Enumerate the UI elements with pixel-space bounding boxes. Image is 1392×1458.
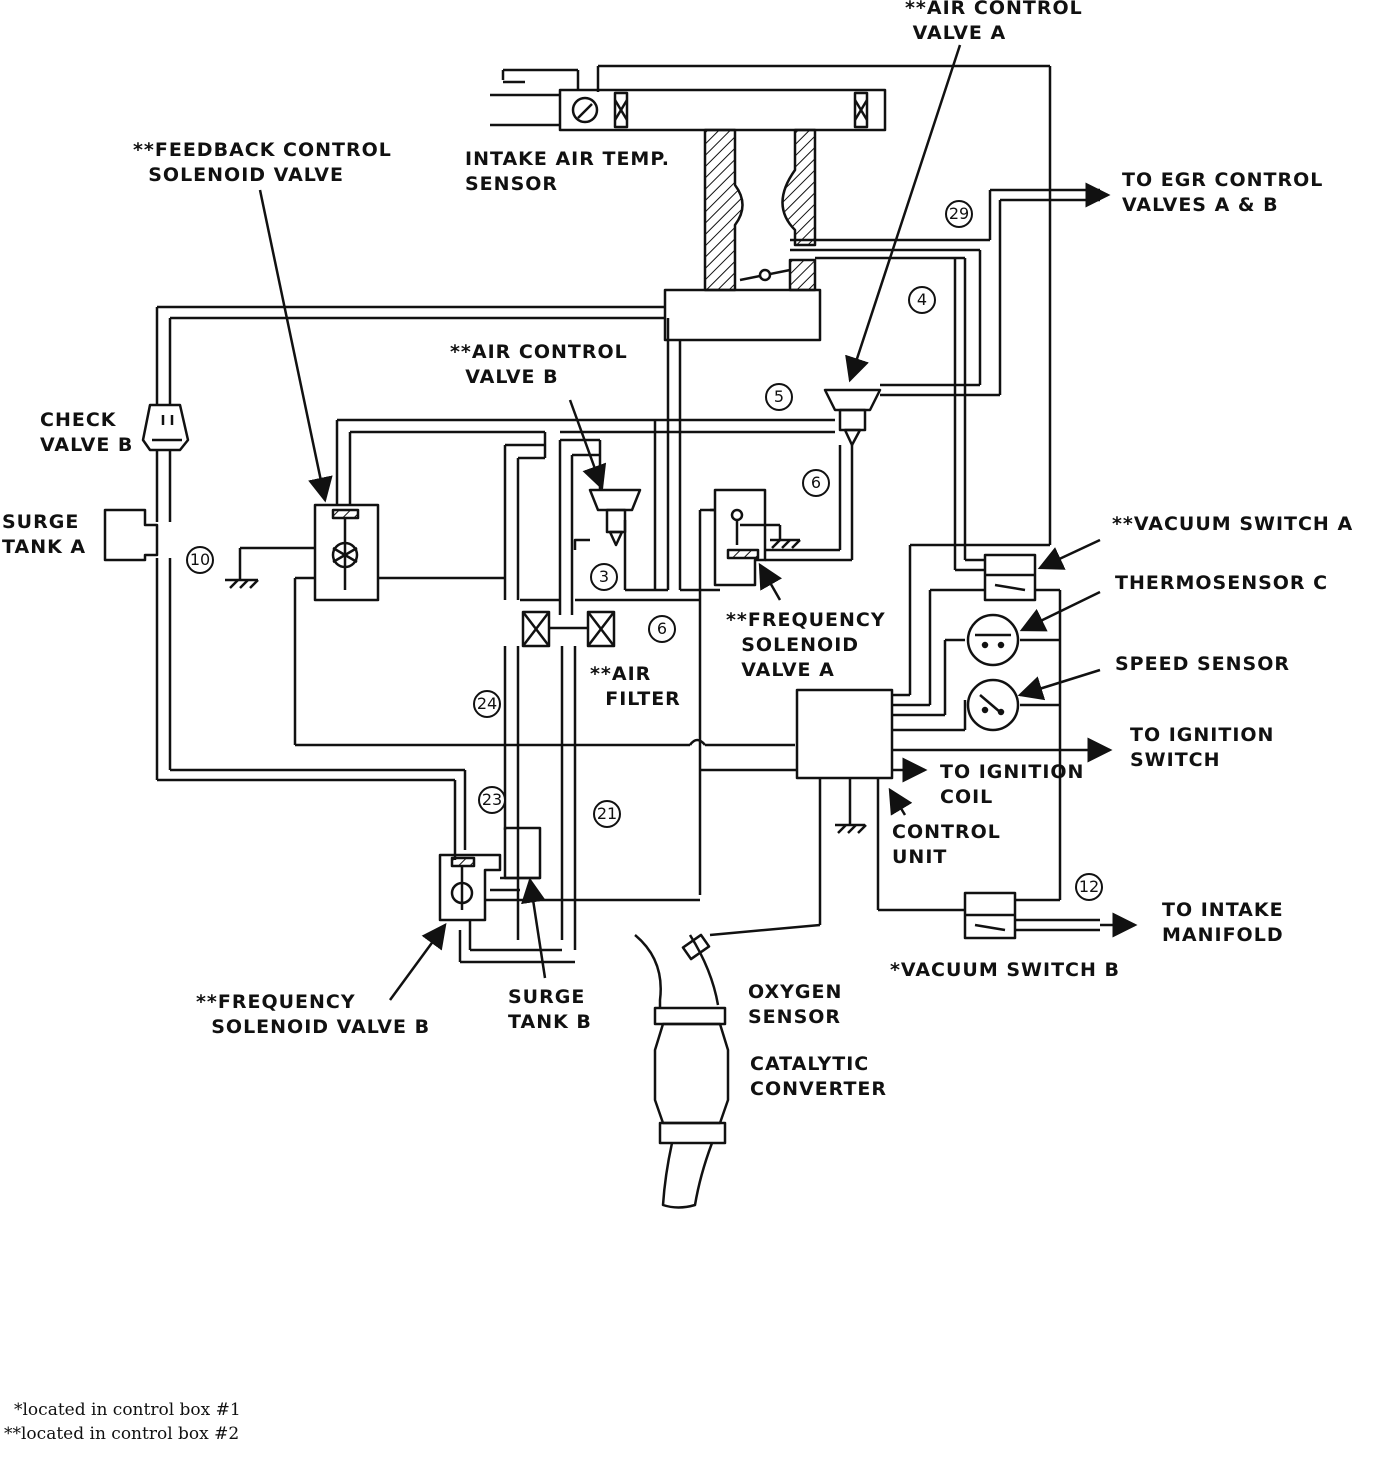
footnote-control-box-1: *located in control box #1 bbox=[14, 1400, 241, 1420]
hose-number-4: 4 bbox=[908, 286, 936, 314]
thermosensor-c-label: THERMOSENSOR C bbox=[1115, 572, 1329, 594]
speed-sensor-label: SPEED SENSOR bbox=[1115, 653, 1290, 675]
frequency-solenoid-valve-b-label: **FREQUENCY SOLENOID VALVE B bbox=[196, 991, 431, 1038]
hose-number-6-lower: 6 bbox=[648, 615, 676, 643]
hose-number-3: 3 bbox=[590, 563, 618, 591]
speed-sensor bbox=[966, 678, 1020, 732]
air-filter bbox=[503, 598, 700, 950]
feedback-control-solenoid-valve bbox=[225, 503, 380, 602]
intake-air-temp-sensor-label: INTAKE AIR TEMP. SENSOR bbox=[465, 148, 670, 195]
surge-tank-a-hoses bbox=[155, 305, 665, 860]
hose-number-5: 5 bbox=[765, 383, 793, 411]
frequency-solenoid-valve-a bbox=[698, 445, 854, 895]
air-control-valve-b bbox=[503, 318, 720, 615]
hose-number-29: 29 bbox=[945, 200, 973, 228]
catalytic-converter-label: CATALYTIC CONVERTER bbox=[750, 1053, 888, 1100]
to-ignition-switch-label: TO IGNITION SWITCH bbox=[1130, 724, 1275, 771]
surge-tank-a-label: SURGE TANK A bbox=[2, 511, 87, 558]
hose-number-24: 24 bbox=[473, 690, 501, 718]
to-intake-manifold-label: TO INTAKE MANIFOLD bbox=[1162, 899, 1284, 946]
frequency-solenoid-valve-b bbox=[438, 853, 700, 964]
oxygen-sensor-label: OXYGEN SENSOR bbox=[748, 981, 843, 1028]
exhaust-pipe bbox=[634, 933, 720, 1008]
surge-tank-b-label: SURGE TANK B bbox=[508, 986, 592, 1033]
vacuum-switch-a bbox=[983, 553, 1037, 602]
intake-air-temp-sensor-housing bbox=[490, 64, 1052, 545]
feedback-valve-hoses bbox=[293, 418, 835, 747]
feedback-control-solenoid-valve-label: **FEEDBACK CONTROL SOLENOID VALVE bbox=[133, 139, 392, 186]
vacuum-switch-b-label: *VACUUM SWITCH B bbox=[890, 959, 1120, 981]
thermosensor-c bbox=[966, 613, 1020, 667]
air-control-valve-a-label: **AIR CONTROL VALVE A bbox=[905, 0, 1083, 44]
to-ignition-coil-label: TO IGNITION COIL bbox=[940, 761, 1085, 808]
surge-tank-a bbox=[103, 508, 159, 562]
check-valve-b bbox=[141, 403, 190, 452]
control-unit bbox=[700, 543, 1113, 937]
egr-vacuum-hoses bbox=[790, 182, 1111, 572]
leader-lines bbox=[258, 44, 1101, 1001]
hose-number-6-upper: 6 bbox=[802, 469, 830, 497]
surge-tank-b bbox=[500, 826, 542, 880]
hose-number-12: 12 bbox=[1075, 873, 1103, 901]
hose-number-10: 10 bbox=[186, 546, 214, 574]
air-control-valve-b-label: **AIR CONTROL VALVE B bbox=[450, 341, 628, 388]
throttle-body bbox=[663, 128, 822, 342]
air-control-valve-a bbox=[823, 388, 882, 447]
hose-number-21: 21 bbox=[593, 800, 621, 828]
vacuum-switch-b bbox=[963, 891, 1138, 940]
catalytic-converter bbox=[653, 1006, 730, 1209]
vacuum-switch-a-label: **VACUUM SWITCH A bbox=[1112, 513, 1354, 535]
check-valve-b-label: CHECK VALVE B bbox=[40, 409, 134, 456]
to-egr-control-valves-label: TO EGR CONTROL VALVES A & B bbox=[1122, 169, 1324, 216]
hose-number-23: 23 bbox=[478, 786, 506, 814]
air-filter-label: **AIR FILTER bbox=[590, 663, 681, 710]
control-unit-label: CONTROL UNIT bbox=[892, 821, 1001, 868]
frequency-solenoid-valve-a-label: **FREQUENCY SOLENOID VALVE A bbox=[726, 609, 886, 681]
footnote-control-box-2: **located in control box #2 bbox=[4, 1424, 240, 1444]
